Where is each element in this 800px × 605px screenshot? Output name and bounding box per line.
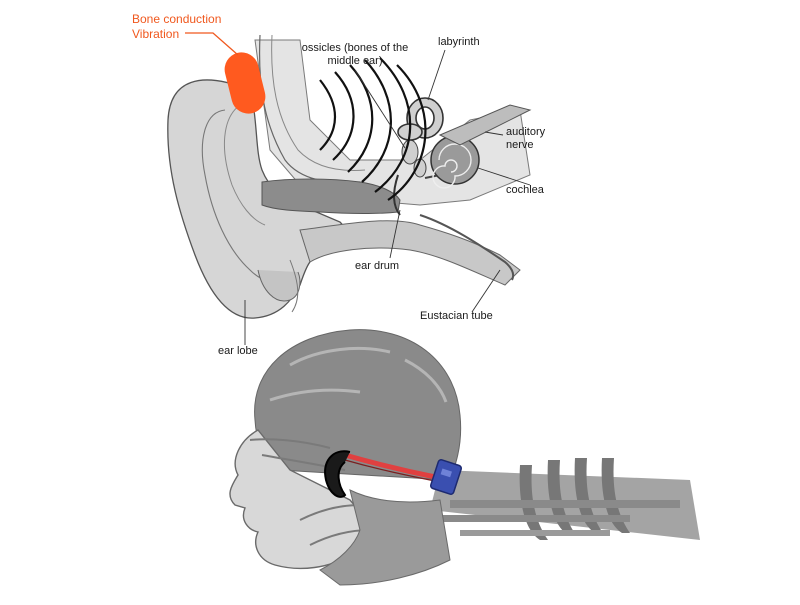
bone-conduction-label-line1: Bone conduction [132, 12, 222, 26]
ear-canal [261, 178, 401, 214]
bone-conduction-headset [324, 450, 463, 498]
transducer-leader-line [185, 32, 239, 56]
cochlea-label: cochlea [506, 184, 544, 196]
shoulder-strokes [430, 458, 700, 540]
bone-conduction-label-line2: Vibration [132, 27, 180, 41]
labyrinth-label: labyrinth [438, 36, 480, 48]
auditory-nerve-label-line1: auditory [506, 126, 546, 138]
headset-band-shadow [344, 459, 441, 483]
auditory-nerve-shape [438, 104, 532, 146]
ear-drum-label: ear drum [355, 260, 400, 272]
ossicles-label-line1: ossicles (bones of the [301, 42, 409, 54]
ossicles-label-line2: middle ear) [327, 55, 383, 67]
headset-band [344, 452, 441, 481]
leader-lines [244, 49, 531, 345]
bone-conduction-label: Bone conduction Vibration [132, 12, 221, 42]
lower-bone [289, 259, 299, 313]
pinna-helix [223, 104, 266, 226]
ossicles-label: ossicles (bones of the middle ear) [300, 42, 410, 68]
eustachian-tube-shape [419, 214, 515, 281]
lower-tissue [299, 220, 521, 286]
ear-lobe-shape [257, 269, 301, 302]
ear-cross-section [167, 32, 532, 345]
bone-conduction-transducer [224, 52, 266, 114]
ear-lobe-label: ear lobe [218, 345, 258, 357]
neck [319, 489, 451, 586]
head-illustration [229, 329, 700, 586]
cap-highlights [269, 347, 448, 403]
auditory-nerve-label: auditory nerve [506, 126, 545, 152]
ear-drum-shape [393, 174, 401, 216]
skull-outline-2 [271, 34, 366, 171]
eustacian-tube-label: Eustacian tube [420, 310, 493, 322]
headset-ear-hook [324, 450, 351, 498]
headset-battery-pod [429, 459, 463, 495]
auditory-nerve-label-line2: nerve [506, 139, 534, 151]
